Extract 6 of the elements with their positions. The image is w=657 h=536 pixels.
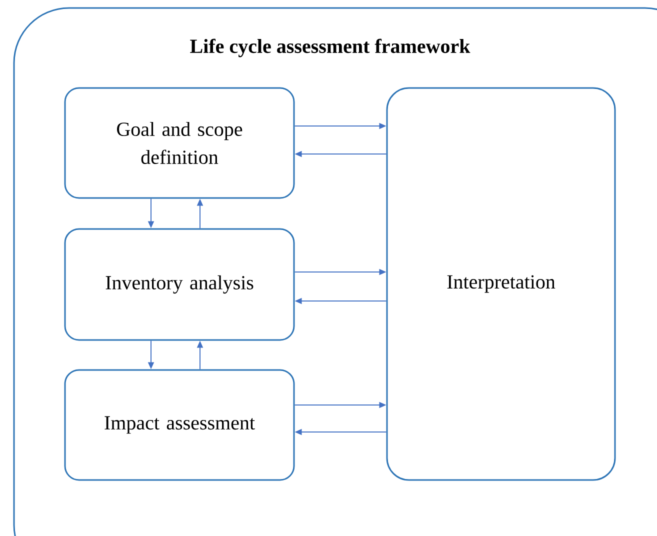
stage-box: Goal and scope definition (64, 87, 295, 199)
framework-box (13, 7, 657, 536)
stage-box: Inventory analysis (64, 228, 295, 341)
heading: Life cycle assessment framework (190, 38, 470, 58)
stage-box: Impact assessment (64, 369, 295, 481)
stage-box: Interpretation (386, 87, 616, 481)
